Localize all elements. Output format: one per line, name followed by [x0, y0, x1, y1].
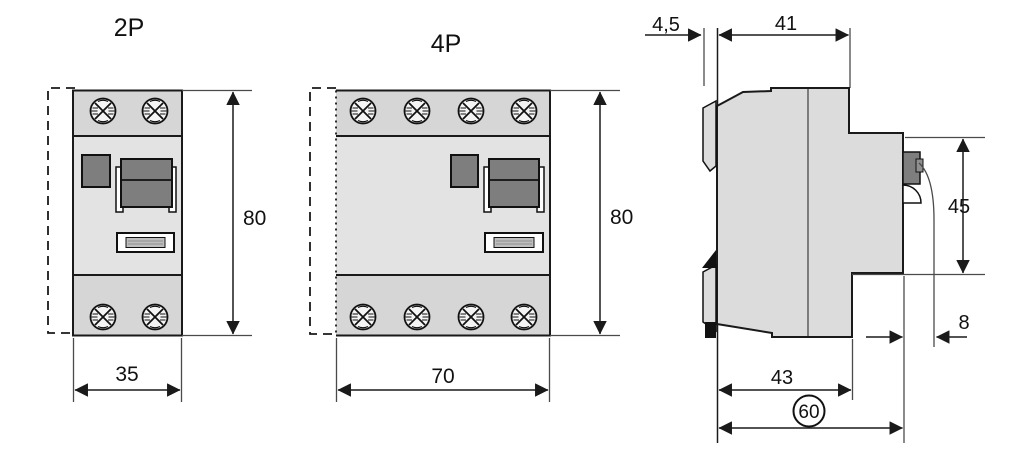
- label-plate: [493, 237, 535, 248]
- din-clip-foot: [705, 322, 716, 338]
- body-outline: [72, 89, 183, 337]
- screw-terminal-icon: [349, 303, 377, 331]
- dimension-base-depth: 43: [718, 339, 854, 400]
- terminal-band-bottom: [73, 275, 182, 336]
- side-view: 4,5 41 45 8 43: [645, 13, 985, 443]
- dim-label-width-4p: 70: [431, 365, 454, 388]
- dim-label-base-depth: 43: [771, 367, 793, 389]
- breaker-body-4p: [335, 89, 551, 337]
- dimension-top-depth: 41: [718, 13, 850, 42]
- reference-dimension-circle: [792, 394, 826, 428]
- dimension-width-2p: 35: [72, 338, 183, 402]
- dim-label-front-height: 45: [948, 196, 970, 218]
- lever-tip: [915, 158, 924, 173]
- din-clip-spring: [702, 250, 716, 268]
- dim-label-height-4p: 80: [610, 206, 633, 229]
- view-title-4p: 4P: [431, 30, 462, 58]
- front-view-4p: 4P: [309, 30, 633, 402]
- dimension-overall-depth: 60: [718, 394, 904, 435]
- dimension-front-height: 45: [852, 136, 985, 276]
- toggle-rocker: [120, 158, 173, 208]
- toggle-switch: [483, 158, 545, 213]
- dim-label-top-depth: 41: [775, 13, 797, 35]
- screw-terminal-icon: [141, 97, 169, 125]
- screw-terminal-icon: [141, 303, 169, 331]
- dim-label-height-2p: 80: [243, 207, 266, 230]
- din-clip-upper: [702, 99, 717, 173]
- dimension-clip-depth: 4,5: [645, 14, 702, 42]
- toggle-rocker: [488, 158, 540, 208]
- breaker-body-2p: [72, 89, 183, 337]
- view-title-2p: 2P: [114, 14, 145, 42]
- test-button: [450, 154, 479, 188]
- housing-profile: [716, 87, 904, 338]
- body-outline: [336, 89, 551, 337]
- screw-terminal-icon: [457, 97, 485, 125]
- screw-terminal-icon: [510, 303, 538, 331]
- dimension-width-4p: 70: [335, 338, 551, 402]
- dim-label-clip-depth: 4,5: [652, 14, 680, 36]
- din-clip-lower: [702, 263, 717, 333]
- screw-terminal-icon: [403, 97, 431, 125]
- screw-terminal-icon: [89, 303, 117, 331]
- dim-label-overall-depth: 60: [798, 402, 819, 423]
- label-window: [484, 232, 544, 253]
- screw-terminal-icon: [457, 303, 485, 331]
- screw-terminal-icon: [349, 97, 377, 125]
- label-plate: [125, 237, 166, 248]
- module-extension-dashed-outline: [309, 87, 336, 335]
- front-view-2p: 2P: [47, 14, 266, 402]
- test-button: [81, 154, 111, 188]
- screw-terminal-icon: [403, 303, 431, 331]
- dimension-handle-depth: 8: [866, 276, 970, 443]
- lever-pivot-arc: [902, 184, 922, 204]
- toggle-switch: [115, 158, 177, 213]
- screw-terminal-icon: [89, 97, 117, 125]
- dimension-height-2p: 80: [182, 89, 266, 337]
- lever-travel-line: [918, 162, 935, 347]
- side-toggle-lever: [902, 151, 935, 347]
- dim-label-width-2p: 35: [115, 363, 138, 386]
- dimension-height-4p: 80: [550, 89, 633, 337]
- label-window: [116, 232, 175, 253]
- dim-label-handle-depth: 8: [958, 312, 969, 334]
- module-extension-dashed-outline: [47, 87, 75, 334]
- screw-terminal-icon: [510, 97, 538, 125]
